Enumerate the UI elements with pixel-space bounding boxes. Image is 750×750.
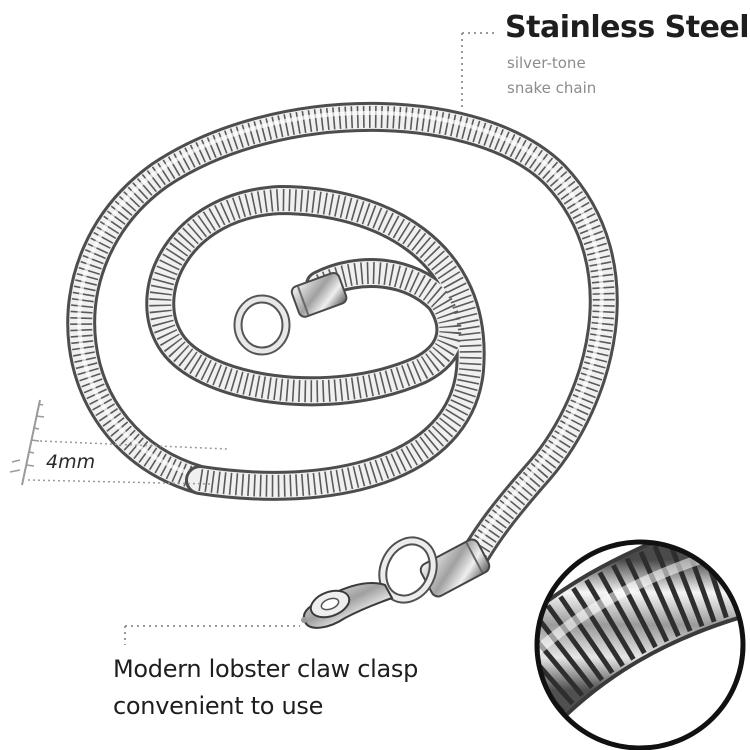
clasp-leader-line xyxy=(124,625,300,645)
clasp-end-cap xyxy=(378,536,491,604)
chain-end-cap xyxy=(233,271,348,356)
snake-chain-outer-loop xyxy=(66,101,619,570)
lobster-claw-clasp-icon xyxy=(301,582,394,629)
chain-width-label: 4mm xyxy=(46,451,96,473)
material-subtitle-line1: silver-tone xyxy=(507,54,586,72)
measurement-ruler xyxy=(9,399,229,486)
snake-chain-inner-loop xyxy=(145,184,486,501)
material-title: Stainless Steel xyxy=(505,10,750,45)
clasp-caption-line2: convenient to use xyxy=(113,692,324,720)
clasp-caption-line1: Modern lobster claw clasp xyxy=(113,655,419,683)
material-subtitle-line2: snake chain xyxy=(507,79,597,97)
chain-detail-zoom xyxy=(534,539,746,750)
title-leader-line xyxy=(461,32,497,108)
